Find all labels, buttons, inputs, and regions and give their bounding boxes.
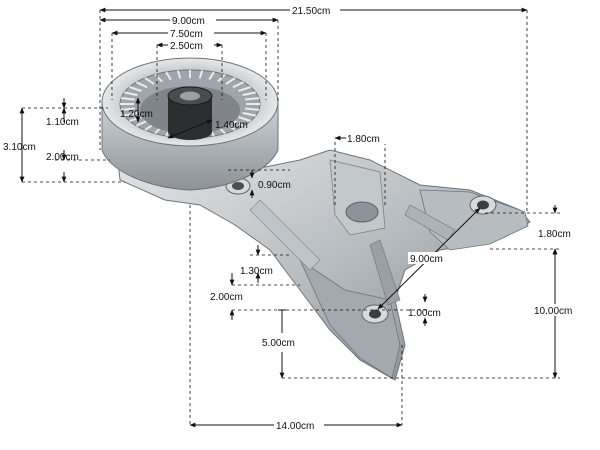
- gear-tooth: [242, 91, 256, 97]
- hub-outer-label: 2.50cm: [170, 41, 203, 52]
- hole-spacing-label: 9.00cm: [410, 254, 443, 265]
- bore-width-label: 1.40cm: [215, 120, 248, 131]
- mount-hole-lower-bore: [369, 309, 381, 319]
- gear-tooth: [165, 71, 172, 81]
- gear-tooth: [198, 70, 204, 79]
- ring-rim-label: 1.10cm: [46, 117, 79, 128]
- mount-hole-label: 0.90cm: [258, 180, 291, 191]
- casting-lower-arm: [299, 258, 401, 379]
- gear-tooth: [232, 119, 245, 127]
- gear-tooth: [176, 70, 182, 79]
- extension-lines: [22, 10, 560, 425]
- gear-tooth: [120, 107, 135, 111]
- overall-width-label: 21.50cm: [292, 6, 330, 17]
- right-arm-label: 1.80cm: [538, 229, 571, 240]
- gear-tooth: [135, 81, 148, 89]
- bushing-bore: [180, 91, 200, 101]
- lower-hole-label: 1.00cm: [408, 308, 441, 319]
- lower-tab-label: 5.00cm: [262, 338, 295, 349]
- ring-outer-label: 9.00cm: [172, 16, 205, 27]
- gear-tooth: [225, 77, 236, 85]
- mount-hole-left-bore: [232, 182, 244, 190]
- dimension-labels: 21.50cm 9.00cm 7.50cm 2.50cm 1.20cm 1.40…: [3, 4, 580, 432]
- mount-hole-right-bore: [477, 200, 489, 210]
- base-width-label: 14.00cm: [276, 421, 314, 432]
- ring-inner-label: 7.50cm: [170, 29, 203, 40]
- rib-height-label: 2.00cm: [210, 292, 243, 303]
- gear-tooth: [232, 81, 245, 89]
- bore-offset-label: 1.20cm: [120, 109, 153, 120]
- gear-tooth: [120, 97, 135, 101]
- gear-tooth: [129, 86, 142, 92]
- ring-total-label: 3.10cm: [3, 142, 36, 153]
- boss-diameter-label: 1.80cm: [347, 134, 380, 145]
- gear-tooth: [144, 77, 155, 85]
- arm-height-label: 10.00cm: [534, 306, 572, 317]
- gear-tooth: [208, 71, 215, 81]
- gear-tooth: [124, 111, 138, 117]
- gear-tooth: [154, 73, 163, 83]
- gear-tooth: [217, 73, 226, 83]
- bushing-bottom: [168, 124, 212, 140]
- gear-tooth: [242, 111, 256, 117]
- gear-tooth: [135, 119, 148, 127]
- gear-tooth: [238, 86, 251, 92]
- boss-hole: [345, 201, 379, 223]
- gear-tooth: [245, 97, 260, 101]
- gear-tooth: [124, 91, 138, 97]
- casting-part: [101, 57, 531, 381]
- rib: [249, 199, 321, 271]
- ring-body-label: 2.00cm: [46, 152, 79, 163]
- slot-height-label: 1.30cm: [240, 266, 273, 277]
- gear-tooth: [238, 116, 251, 122]
- gear-tooth: [245, 107, 260, 111]
